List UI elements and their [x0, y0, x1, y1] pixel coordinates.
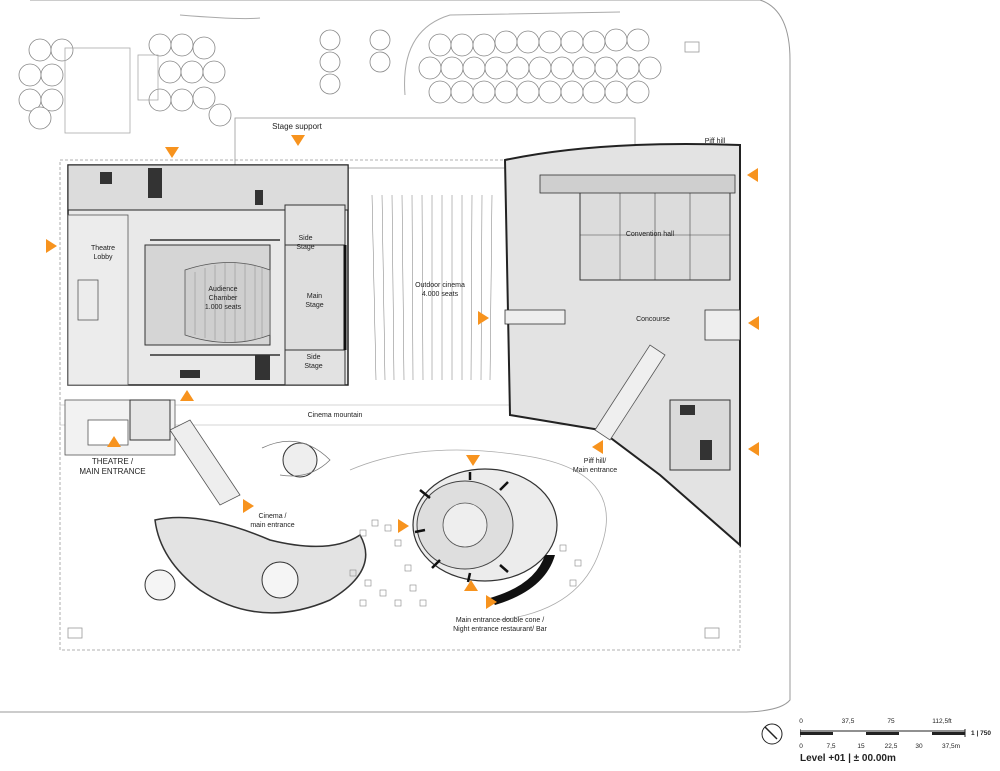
site-boundary — [0, 0, 791, 713]
entrance-arrow-lobby — [46, 239, 57, 253]
scale-m-2: 15 — [857, 743, 865, 750]
north-arrow-icon — [761, 723, 783, 745]
scale-ft-2: 75 — [887, 718, 895, 725]
entrance-arrow-cone-night — [486, 595, 497, 609]
cinema-blob — [144, 440, 367, 614]
landscape-curve — [349, 449, 607, 621]
entrance-arrow-concourse — [748, 316, 759, 330]
trees-right — [418, 28, 662, 104]
label-audience-chamber: Audience Chamber 1.000 seats — [204, 286, 242, 311]
label-piff-hill: Piff hill — [704, 138, 726, 145]
label-outdoor-cinema: Outdoor cinema 4.000 seats — [415, 282, 465, 298]
level-title: Level +01 | ± 00.00m — [800, 753, 896, 764]
cafe-tables — [349, 519, 582, 607]
entrance-arrow-piff-main — [592, 440, 603, 454]
label-side-stage-top: Side Stage — [296, 235, 315, 251]
stage-support-zone — [234, 117, 636, 169]
label-cinema-mountain: Cinema mountain — [307, 412, 363, 419]
trees-left — [18, 33, 232, 130]
sports-court — [64, 47, 131, 134]
label-convention-hall: Convention hall — [625, 231, 675, 238]
label-stage-support: Stage support — [272, 122, 322, 131]
scale-bar — [800, 729, 966, 737]
theatre-building — [67, 164, 349, 386]
scale-m-5: 37,5m — [941, 743, 961, 750]
outdoor-cinema-seating — [371, 194, 493, 381]
label-concourse: Concourse — [636, 316, 670, 323]
entrance-arrow-stage — [291, 135, 305, 146]
scale-m-0: 0 — [799, 743, 803, 750]
entrance-arrow-right-low — [748, 442, 759, 456]
entrance-arrow-cone-bottom — [464, 580, 478, 591]
entrance-arrow-cinema — [243, 499, 254, 513]
scale-m-4: 30 — [915, 743, 923, 750]
double-cone-building — [412, 468, 558, 605]
scale-ft-3: 112,5ft — [932, 718, 952, 725]
road-curve-2 — [179, 14, 261, 20]
scale-m-3: 22,5 — [884, 743, 898, 750]
scale-ratio: 1 | 750 — [971, 730, 991, 737]
scale-m-1: 7,5 — [826, 743, 836, 750]
entrance-arrow-cone-left — [398, 519, 409, 533]
ramp-walkway — [169, 419, 241, 506]
entrance-arrow-piff-top — [747, 168, 758, 182]
entrance-arrow-cone-top — [466, 455, 480, 466]
label-main-stage: Main Stage — [305, 293, 324, 309]
scale-ft-0: 0 — [799, 718, 803, 725]
entrance-arrow-ramp — [180, 390, 194, 401]
label-piff-entrance: Piff hill/ Main entrance — [572, 458, 618, 474]
small-marker-bottom-left — [67, 627, 83, 639]
entrance-arrow-theatre — [107, 436, 121, 447]
label-theatre-lobby: Theatre Lobby — [90, 245, 116, 261]
sports-court-2 — [137, 54, 159, 101]
convention-building — [503, 143, 741, 548]
label-cinema-entrance: Cinema / main entrance — [250, 513, 295, 529]
entrance-arrow-top — [165, 147, 179, 158]
scale-ft-1: 37,5 — [841, 718, 855, 725]
label-side-stage-bottom: Side Stage — [304, 354, 323, 370]
small-marker-bottom — [704, 627, 720, 639]
entrance-arrow-outdoor — [478, 311, 489, 325]
road-curve — [404, 11, 621, 96]
label-double-cone: Main entrance double cone / Night entran… — [453, 617, 547, 633]
trees-middle — [319, 29, 391, 95]
small-marker-top — [684, 41, 700, 53]
label-theatre-entrance: THEATRE / MAIN ENTRANCE — [79, 457, 146, 476]
